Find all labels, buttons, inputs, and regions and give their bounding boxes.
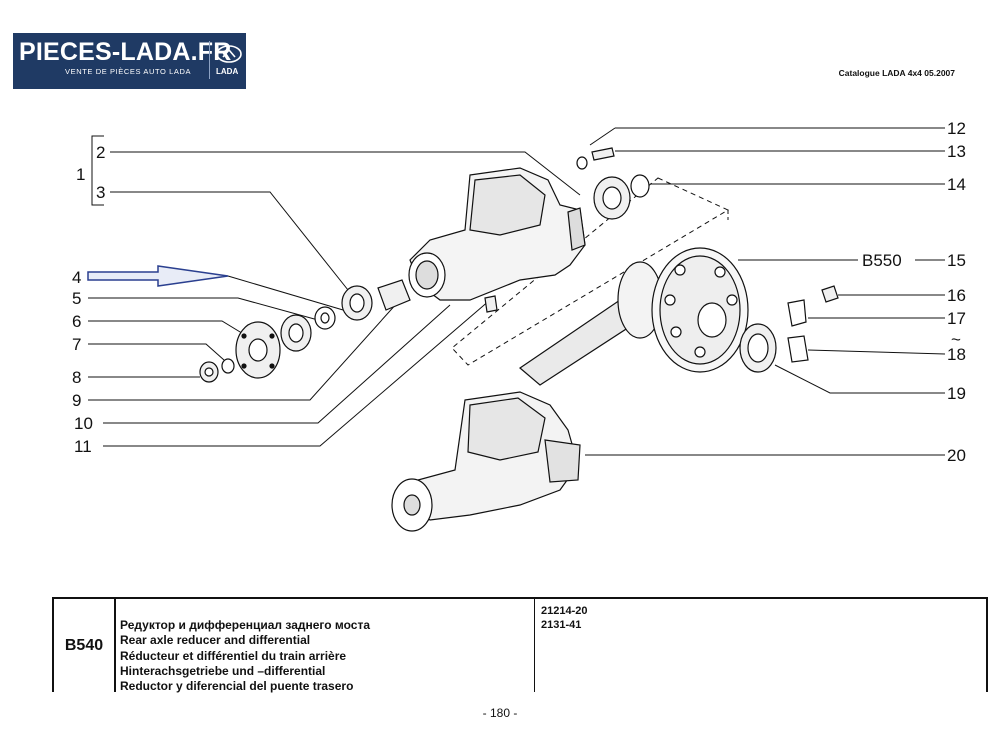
washer-12 <box>576 156 588 170</box>
leader-19 <box>774 364 945 394</box>
model-ref: 21214-20 <box>541 605 588 617</box>
page-number: - 180 - <box>482 706 518 720</box>
label-16: 16 <box>947 286 966 305</box>
spacer-9 <box>377 279 411 311</box>
plug-16 <box>821 285 839 303</box>
logo-tagline: VENTE DE PIÈCES AUTO LADA <box>65 67 192 76</box>
assembly-outline <box>451 177 730 366</box>
bolt-13 <box>591 147 615 161</box>
label-tilde: ~ <box>951 330 961 349</box>
label-14: 14 <box>947 175 966 194</box>
label-11: 11 <box>74 437 92 456</box>
section-descriptions: Редуктор и дифференциал заднего моста Re… <box>120 618 370 694</box>
highlight-arrow-icon <box>87 265 229 287</box>
bolt-11 <box>484 295 498 313</box>
complete-assembly <box>391 391 581 532</box>
label-2: 2 <box>96 143 105 162</box>
housing-upper <box>408 167 586 301</box>
washer-7 <box>221 358 235 374</box>
label-1: 1 <box>76 165 85 184</box>
label-20: 20 <box>947 446 966 465</box>
leader-12 <box>589 127 945 146</box>
label-12: 12 <box>947 119 966 138</box>
ref-divider <box>534 599 535 692</box>
parts-diagram: 1 2 3 4 5 6 7 8 9 10 11 12 13 14 B550 15… <box>72 119 966 532</box>
leader-7 <box>88 343 225 361</box>
leader-11 <box>103 299 491 447</box>
leader-18 <box>807 349 946 355</box>
lada-emblem-icon <box>216 45 242 63</box>
ring-14 <box>630 174 650 198</box>
label-6: 6 <box>72 312 81 331</box>
group-bracket <box>91 135 104 206</box>
site-logo: PIECES-LADA.FR VENTE DE PIÈCES AUTO LADA… <box>13 33 246 89</box>
description-es: Reductor y diferencial del puente traser… <box>120 679 354 694</box>
clip-17 <box>787 299 807 327</box>
clip-18 <box>787 335 809 363</box>
label-10: 10 <box>74 414 93 433</box>
leader-6 <box>88 320 251 339</box>
section-code: B540 <box>54 599 116 692</box>
label-17: 17 <box>947 309 966 328</box>
description-de: Hinterachsgetriebe und –differential <box>120 663 326 678</box>
logo-text: PIECES-LADA.FR <box>19 38 232 66</box>
label-7: 7 <box>72 335 81 354</box>
label-4: 4 <box>72 268 81 287</box>
description-ru: Редуктор и дифференциал заднего моста <box>120 618 371 632</box>
differential-assembly <box>519 247 749 386</box>
label-5: 5 <box>72 289 81 308</box>
leader-3 <box>110 191 349 291</box>
label-13: 13 <box>947 142 966 161</box>
leader-4 <box>227 275 361 316</box>
label-15: 15 <box>947 251 966 270</box>
label-9: 9 <box>72 391 81 410</box>
label-3: 3 <box>96 183 105 202</box>
catalogue-title: Catalogue LADA 4x4 05.2007 <box>838 68 955 78</box>
description-en: Rear axle reducer and differential <box>120 633 311 648</box>
leader-5 <box>88 297 319 321</box>
label-18: 18 <box>947 345 966 364</box>
description-fr: Réducteur et différentiel du train arriè… <box>120 648 347 663</box>
title-block: B540 Редуктор и дифференциал заднего мос… <box>52 597 988 694</box>
leader-9 <box>88 301 399 401</box>
leader-10 <box>103 304 451 424</box>
label-8: 8 <box>72 368 81 387</box>
logo-separator <box>209 41 210 79</box>
model-ref: 2131-41 <box>541 619 582 631</box>
logo-brand: LADA <box>216 67 239 76</box>
ref-b550: B550 <box>862 251 902 270</box>
leader-2 <box>110 151 581 196</box>
label-19: 19 <box>947 384 966 403</box>
model-refs: 21214-20 2131-41 <box>541 604 588 632</box>
